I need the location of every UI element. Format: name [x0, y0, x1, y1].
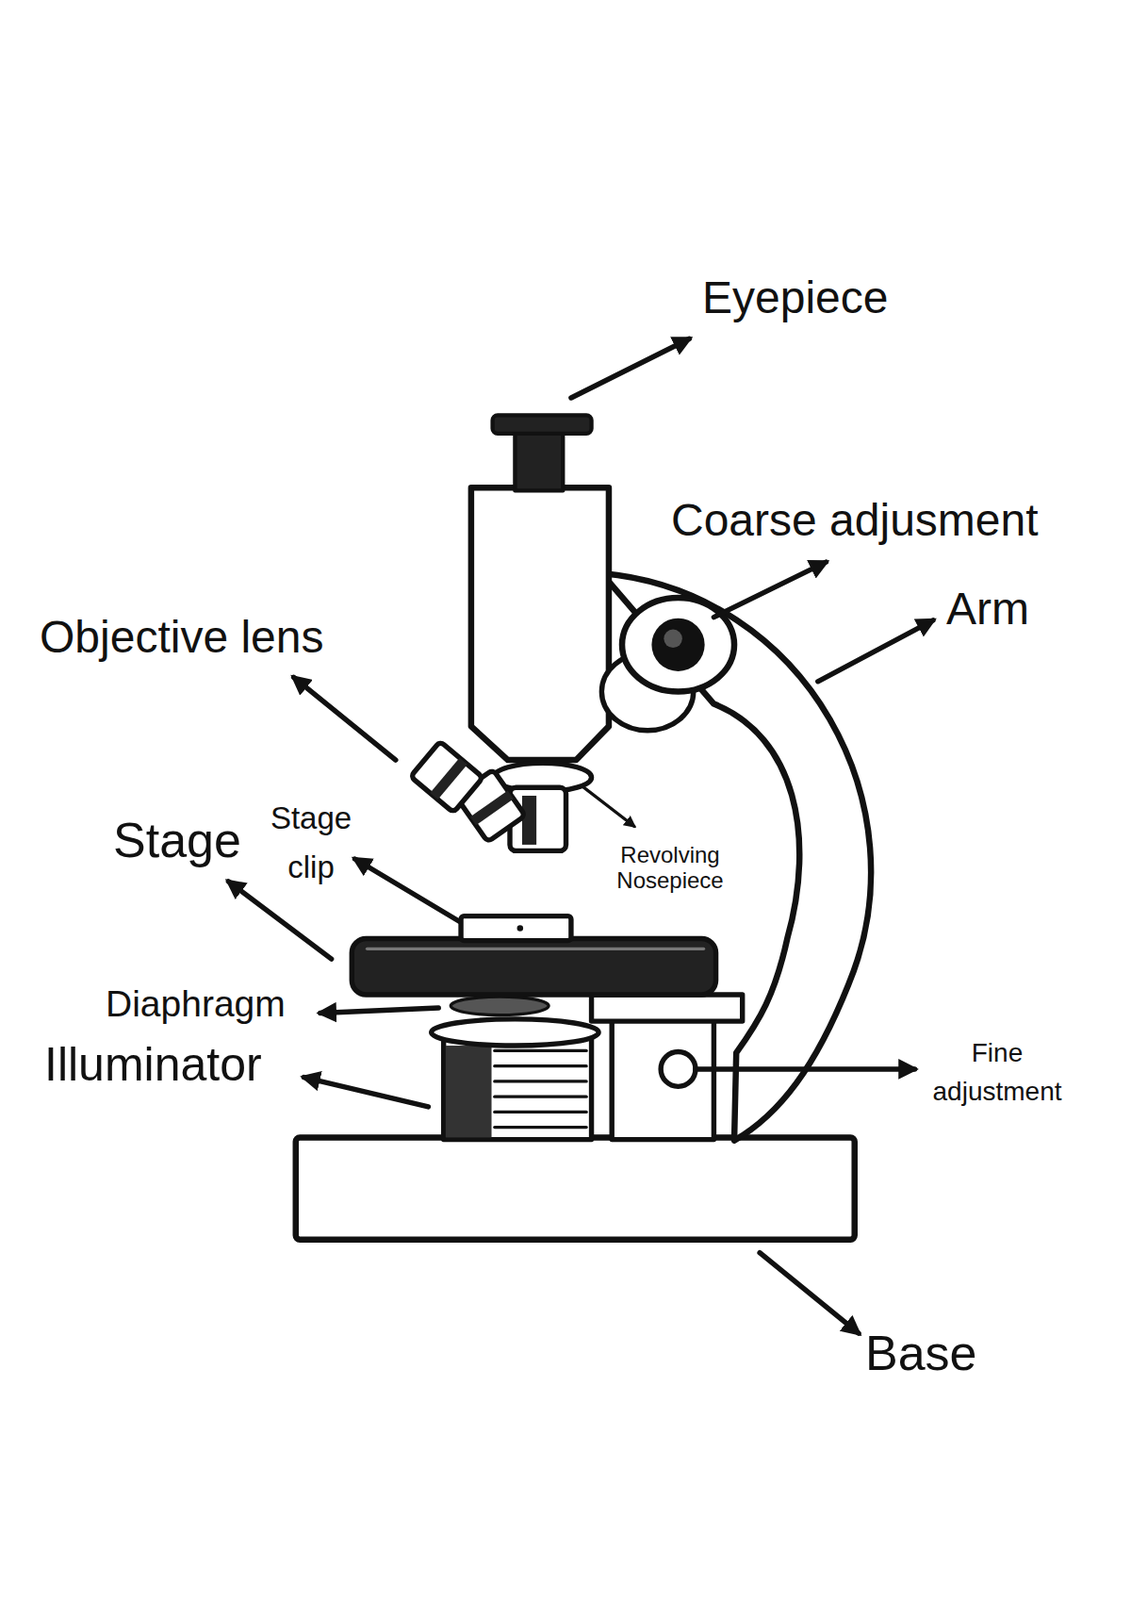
stage-shape	[351, 937, 716, 995]
fine-knob	[660, 1051, 696, 1087]
objective-angled	[410, 740, 484, 813]
diaphragm-shape	[450, 996, 549, 1015]
illuminator-rings	[494, 1049, 587, 1127]
illuminator-body	[443, 1034, 592, 1139]
stage-clip-shape	[460, 916, 572, 941]
objective-lens-label: Objective lens	[39, 610, 324, 663]
eyepiece-cap	[492, 414, 592, 433]
eyepiece-tube	[514, 431, 563, 492]
stage-label: Stage	[113, 812, 242, 869]
illuminator-label: Illuminator	[44, 1037, 263, 1093]
revolving-nosepiece-label: Revolving Nosepiece	[599, 841, 741, 893]
coarse-adjustment-label: Coarse adjusment	[671, 493, 1039, 546]
stage-support	[591, 994, 743, 1021]
diaphragm-label: Diaphragm	[105, 983, 286, 1026]
fine-adjustment-label: Fine adjustment	[912, 1032, 1082, 1111]
coarse-knob	[622, 597, 735, 692]
condenser-top	[431, 1018, 599, 1046]
stage-clip-label: Stage clip	[254, 793, 368, 892]
body-tube	[471, 487, 609, 760]
base-label: Base	[865, 1325, 978, 1382]
arm-label: Arm	[946, 582, 1030, 635]
base-shape	[295, 1136, 855, 1239]
leader-arrows	[228, 338, 934, 1333]
eyepiece-label: Eyepiece	[702, 271, 888, 324]
pillar-shape	[611, 1019, 714, 1140]
illuminator-shade	[445, 1045, 492, 1137]
